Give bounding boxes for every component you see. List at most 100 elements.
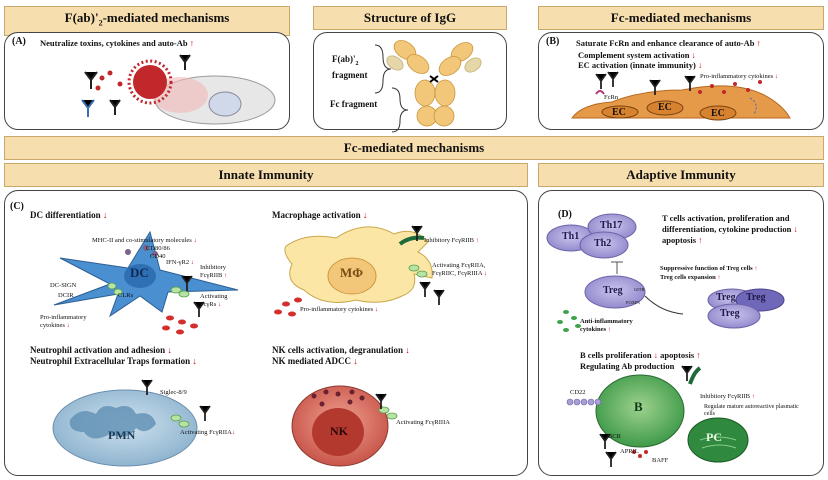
- mac-act-arrow: ↓: [483, 270, 488, 277]
- anti-line2: cytokines: [580, 326, 606, 333]
- t-line2-text: differentiation, cytokine production: [662, 224, 792, 234]
- clrs-label: CLRs: [118, 292, 134, 299]
- fab-header: F(ab)'2-mediated mechanisms: [4, 6, 290, 36]
- dc-cytokines-label: Pro-inflammatory cytokines ↓: [40, 314, 87, 330]
- fab-label-sub: 2: [355, 60, 359, 67]
- dc-title-text: DC differentiation: [30, 210, 101, 220]
- anti-inflam-dots: [557, 310, 581, 332]
- nk-antibody-icon: [375, 393, 387, 409]
- gitr-label: GITR: [634, 287, 645, 292]
- panel-a-graphic: [81, 54, 276, 125]
- igg-header: Structure of IgG: [313, 6, 507, 30]
- neut-line2-text: Neutrophil Extracellular Traps formation: [30, 356, 191, 366]
- mhc-arrow: ↓: [193, 237, 197, 244]
- dc-cytok-arrow: ↓: [66, 322, 70, 329]
- macrophage-graphic: [274, 225, 445, 317]
- t-cells-line1: T cells activation, proliferation and: [662, 213, 790, 223]
- auto-antibody-icon: [81, 99, 95, 117]
- igg-graphic: [374, 40, 482, 133]
- inhibitory-line2: FcγRIIB: [200, 272, 223, 279]
- target-cell-nucleus: [208, 91, 242, 117]
- nk-line1-arrow: ↓: [405, 345, 410, 355]
- b-line1-text: B cells proliferation: [580, 350, 652, 360]
- treg-cluster-label-3: Treg: [720, 308, 740, 319]
- ec-proinflam-arrow: ↓: [774, 73, 778, 80]
- dc-cell-graphic: [53, 230, 239, 335]
- bcr-label: BCR: [608, 433, 622, 440]
- panel-a-arrow: ↑: [189, 38, 194, 48]
- inhibitory-line1: Inhibitory: [200, 264, 226, 271]
- supp-line2-text: Treg cells expansion: [660, 274, 716, 281]
- mac-inhib-label: Inhibitory FcγRIIB ↑: [424, 236, 479, 246]
- dcir-label: DCIR: [58, 292, 74, 299]
- supp-line1: Suppressive function of Treg cells ↑: [660, 264, 758, 274]
- fcgr-receptor-icon: [107, 282, 190, 298]
- t-cells-line3: apoptosis ↑: [662, 235, 702, 245]
- t-cells-line2: differentiation, cytokine production ↓: [662, 224, 798, 234]
- ifn-arrow: ↓: [190, 259, 194, 266]
- cd22-receptor-icon: [566, 398, 602, 406]
- panel-d-label: (D): [558, 209, 572, 220]
- b-line1-arrow1: ↓: [653, 350, 658, 360]
- b-inhib-arrow: ↑: [751, 393, 755, 400]
- anti-line1: Anti-inflammatory: [580, 318, 633, 325]
- panel-a-label: (A): [12, 36, 26, 47]
- supp-line1-arrow: ↑: [754, 265, 758, 272]
- t-line3-text: apoptosis: [662, 235, 697, 245]
- foxp3-label: FOXP3: [626, 300, 640, 305]
- anti-arrow: ↑: [607, 326, 611, 333]
- fcrn-antibody-icon: [595, 71, 696, 95]
- panel-b-line1-text: Saturate FcRn and enhance clearance of a…: [576, 38, 755, 48]
- mac-title: Macrophage activation ↓: [272, 210, 367, 220]
- nk-cell-label: NK: [330, 424, 348, 438]
- mac-cell-label: MΦ: [340, 265, 364, 280]
- mhc-text: MHC-II and co-stimulatory molecules: [92, 237, 192, 244]
- cd8086-label: CD80/86: [146, 245, 170, 252]
- mac-act-line1: Activating FcγRIIA,: [432, 262, 486, 269]
- mac-inhib-arrow: ↑: [475, 237, 479, 244]
- activating-fcgrs-label: Activating FcγRs ↓: [200, 293, 227, 309]
- neut-line2-arrow: ↓: [192, 356, 197, 366]
- innate-header: Innate Immunity: [4, 163, 528, 187]
- b-cells-line1: B cells proliferation ↓ apoptosis ↑: [580, 350, 701, 360]
- ec-cytokine-dots: [698, 80, 762, 94]
- anti-inflam-label: Anti-inflammatory cytokines ↑: [580, 318, 633, 334]
- panel-b-label: (B): [546, 36, 560, 47]
- t-line2-arrow: ↓: [793, 224, 798, 234]
- regulate-line2: cells: [704, 411, 715, 417]
- inhibitory-fcgriib-label: Inhibitory FcγRIIB ↑: [200, 264, 227, 280]
- fab-header-text: F(ab)': [64, 10, 99, 25]
- pc-cell-label: PC: [706, 430, 722, 444]
- dc-cytok-line1: Pro-inflammatory: [40, 314, 87, 321]
- dc-title-arrow: ↓: [102, 210, 108, 220]
- antibody-icon: [84, 54, 191, 115]
- mac-title-arrow: ↓: [362, 210, 368, 220]
- panel-a-text: Neutralize toxins, cytokines and auto-Ab…: [40, 38, 194, 48]
- neut-title-line1: Neutrophil activation and adhesion ↓: [30, 345, 172, 355]
- panel-b-line1-arrow: ↑: [756, 38, 761, 48]
- april-label: APRIL: [620, 448, 639, 455]
- pmn-act-arrow: ↓: [231, 429, 236, 436]
- dc-cell-label: DC: [130, 265, 149, 280]
- th2-label: Th2: [594, 238, 612, 249]
- neut-line1-text: Neutrophil activation and adhesion: [30, 345, 166, 355]
- fab-label-line1: F(ab)': [332, 54, 356, 64]
- regulate-label: Regulate mature autoreactive plasmatic c…: [704, 404, 799, 418]
- panel-b-line3-text: EC activation (innate immunity): [578, 60, 696, 70]
- th1-label: Th1: [562, 231, 580, 242]
- fab-header-sub: 2: [98, 18, 103, 28]
- activating-arrow: ↓: [217, 301, 222, 308]
- ec-proinflam-text: Pro-inflammatory cytokines: [700, 73, 774, 80]
- neut-line1-arrow: ↓: [167, 345, 172, 355]
- activating-line2: FcγRs: [200, 301, 217, 308]
- mac-act-line2: FcγRIIC, FcγRIIIA: [432, 270, 483, 277]
- nk-act-label: Activating FcγRIIIA: [396, 419, 450, 426]
- pmn-act-text: Activating FcγRIIA: [180, 429, 232, 436]
- b-cells-line2: Regulating Ab production: [580, 361, 675, 371]
- mac-cytok-label: Pro-inflammatory cytokines ↓: [300, 305, 378, 315]
- pmn-act-label: Activating FcγRIIA↓: [180, 428, 235, 438]
- b-antibody-icon: [599, 365, 693, 467]
- th17-label: Th17: [600, 220, 623, 231]
- toxin-spikes-icon: [127, 59, 173, 105]
- supp-line2: Treg cells expansion ↑: [660, 273, 721, 283]
